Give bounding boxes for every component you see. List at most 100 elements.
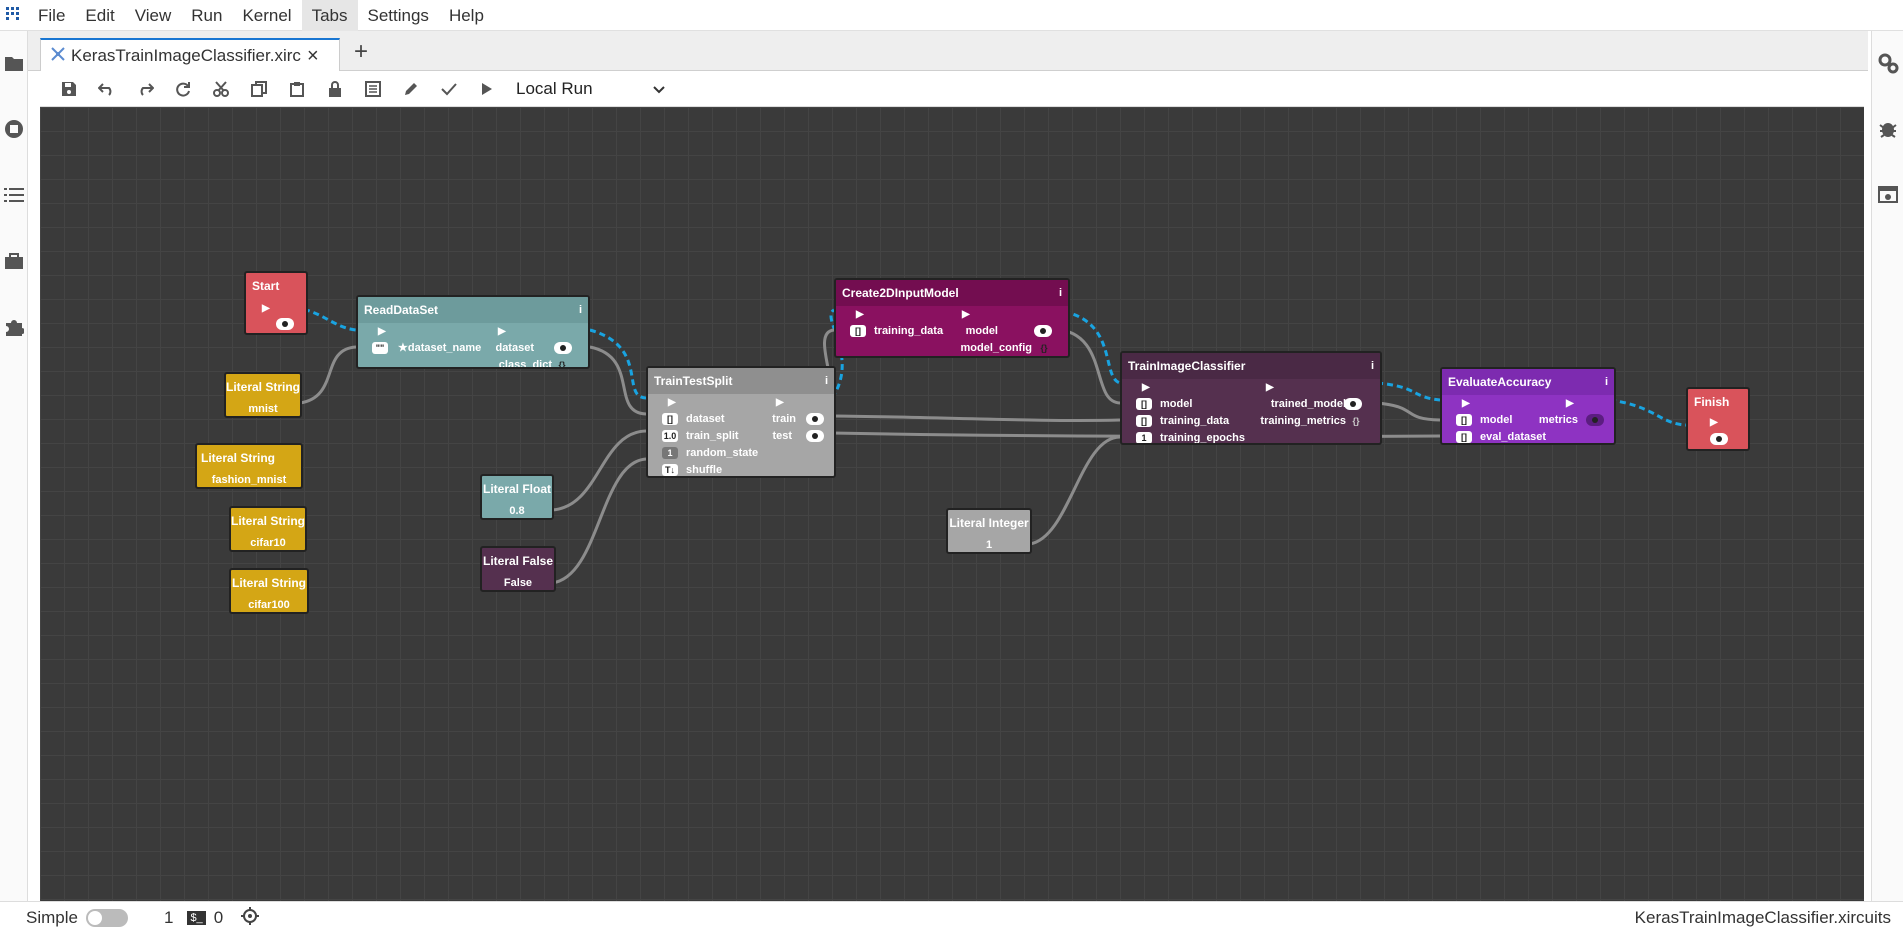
flow-out-triangle-icon[interactable]: ▶: [776, 397, 784, 408]
node-literal-float[interactable]: Literal Float 0.8: [480, 474, 554, 520]
node-literal-false[interactable]: Literal False False: [480, 546, 556, 592]
table-of-contents-icon[interactable]: [2, 183, 26, 207]
kernel-status-gear-icon[interactable]: [241, 906, 260, 930]
port-training-data[interactable]: training_data: [874, 325, 944, 337]
flow-in-triangle-icon[interactable]: ▶: [378, 326, 386, 337]
literal-value: 0.8: [509, 505, 525, 517]
node-literal-integer[interactable]: Literal Integer 1: [946, 508, 1032, 554]
node-literal-string-mnist[interactable]: Literal String mnist: [224, 372, 302, 418]
port-dataset-name[interactable]: ★dataset_name: [398, 342, 482, 354]
flow-in-triangle-icon[interactable]: ▶: [856, 309, 864, 320]
debugger-bug-icon[interactable]: [1876, 117, 1900, 141]
info-icon[interactable]: i: [1604, 376, 1608, 388]
list-type-badge: []: [1456, 414, 1472, 426]
info-icon[interactable]: i: [1370, 360, 1374, 372]
run-play-icon[interactable]: [468, 74, 506, 104]
port-dataset[interactable]: dataset: [495, 342, 534, 354]
info-icon[interactable]: i: [824, 375, 828, 387]
menu-kernel[interactable]: Kernel: [242, 5, 292, 25]
port-training-epochs[interactable]: training_epochs: [1160, 432, 1245, 444]
copy-icon[interactable]: [240, 74, 278, 104]
port-training-data[interactable]: training_data: [1160, 415, 1230, 427]
close-tab-icon[interactable]: ×: [307, 45, 319, 67]
reload-icon[interactable]: [164, 74, 202, 104]
port-model[interactable]: model: [1480, 414, 1513, 426]
check-icon[interactable]: [430, 74, 468, 104]
port-trained-model[interactable]: trained_model: [1270, 398, 1346, 410]
port-random-state[interactable]: random_state: [686, 447, 759, 459]
eye-icon: [554, 342, 572, 354]
simple-mode-toggle[interactable]: [85, 909, 128, 927]
menu-edit[interactable]: Edit: [85, 5, 115, 25]
log-icon[interactable]: [354, 74, 392, 104]
port-test[interactable]: test: [772, 430, 792, 442]
terminal-count[interactable]: 0: [213, 908, 224, 927]
node-literal-string-fashion-mnist[interactable]: Literal String fashion_mnist: [195, 443, 303, 489]
port-dataset[interactable]: dataset: [686, 413, 725, 425]
node-literal-string-cifar100[interactable]: Literal String cifar100: [229, 568, 309, 614]
folder-icon[interactable]: [2, 51, 26, 75]
port-train[interactable]: train: [772, 413, 796, 425]
undo-icon[interactable]: [88, 74, 126, 104]
redo-icon[interactable]: [126, 74, 164, 104]
flow-in-triangle-icon[interactable]: ▶: [1142, 382, 1150, 393]
info-icon[interactable]: i: [1058, 287, 1062, 299]
float-type-badge: 1.0: [662, 430, 678, 442]
port-model-config[interactable]: model_config: [960, 342, 1032, 354]
list-type-badge: []: [1136, 398, 1152, 410]
port-training-metrics[interactable]: training_metrics: [1260, 415, 1346, 427]
paste-icon[interactable]: [278, 74, 316, 104]
port-model[interactable]: model: [1160, 398, 1193, 410]
node-start[interactable]: Start ▶: [244, 271, 308, 335]
port-shuffle[interactable]: shuffle: [686, 464, 723, 476]
node-finish[interactable]: Finish ▶: [1686, 387, 1750, 451]
node-literal-string-cifar10[interactable]: Literal String cifar10: [229, 506, 307, 552]
property-inspector-gears-icon[interactable]: [1876, 51, 1900, 75]
flow-in-triangle-icon[interactable]: ▶: [1710, 417, 1718, 428]
flow-out-triangle-icon[interactable]: ▶: [262, 303, 270, 314]
lock-icon[interactable]: [316, 74, 354, 104]
port-class-dict[interactable]: class_dict: [498, 359, 552, 369]
running-stop-icon[interactable]: [2, 117, 26, 141]
flow-in-triangle-icon[interactable]: ▶: [1462, 398, 1470, 409]
menu-view[interactable]: View: [134, 5, 172, 25]
flow-out-triangle-icon[interactable]: ▶: [1566, 398, 1574, 409]
tab-xircuits-file[interactable]: KerasTrainImageClassifier.xircuits ×: [40, 38, 340, 72]
flow-out-triangle-icon[interactable]: ▶: [962, 309, 970, 320]
log-console-icon[interactable]: [1876, 183, 1900, 207]
literal-value: 1: [985, 539, 993, 551]
cut-icon[interactable]: [202, 74, 240, 104]
menu-file[interactable]: File: [38, 5, 66, 25]
info-icon[interactable]: i: [578, 304, 582, 316]
data-link-false-tts: [551, 457, 647, 585]
list-type-badge: []: [1136, 415, 1152, 427]
flow-out-triangle-icon[interactable]: ▶: [1266, 382, 1274, 393]
menu-tabs[interactable]: Tabs: [301, 0, 358, 31]
flow-out-triangle-icon[interactable]: ▶: [498, 326, 506, 337]
kernel-count[interactable]: 1: [163, 908, 174, 927]
extension-puzzle-icon[interactable]: [2, 315, 26, 339]
new-tab-button[interactable]: +: [353, 38, 368, 65]
save-icon[interactable]: [50, 74, 88, 104]
port-metrics[interactable]: metrics: [1538, 414, 1578, 426]
int-type-badge: 1: [662, 447, 678, 459]
menu-settings[interactable]: Settings: [367, 5, 429, 25]
compile-pencil-icon[interactable]: [392, 74, 430, 104]
runner-type-select[interactable]: Local Run: [516, 79, 665, 99]
menu-help[interactable]: Help: [448, 5, 484, 25]
tab-title: KerasTrainImageClassifier.xircuits: [71, 46, 301, 65]
port-eval-dataset[interactable]: eval_dataset: [1480, 431, 1547, 443]
list-type-badge: []: [1456, 431, 1472, 443]
port-model[interactable]: model: [965, 325, 998, 337]
component-library-icon[interactable]: [2, 249, 26, 273]
terminal-icon[interactable]: $_: [187, 911, 206, 925]
flow-in-triangle-icon[interactable]: ▶: [668, 397, 676, 408]
menu-run[interactable]: Run: [191, 5, 223, 25]
port-train-split[interactable]: train_split: [686, 430, 739, 442]
